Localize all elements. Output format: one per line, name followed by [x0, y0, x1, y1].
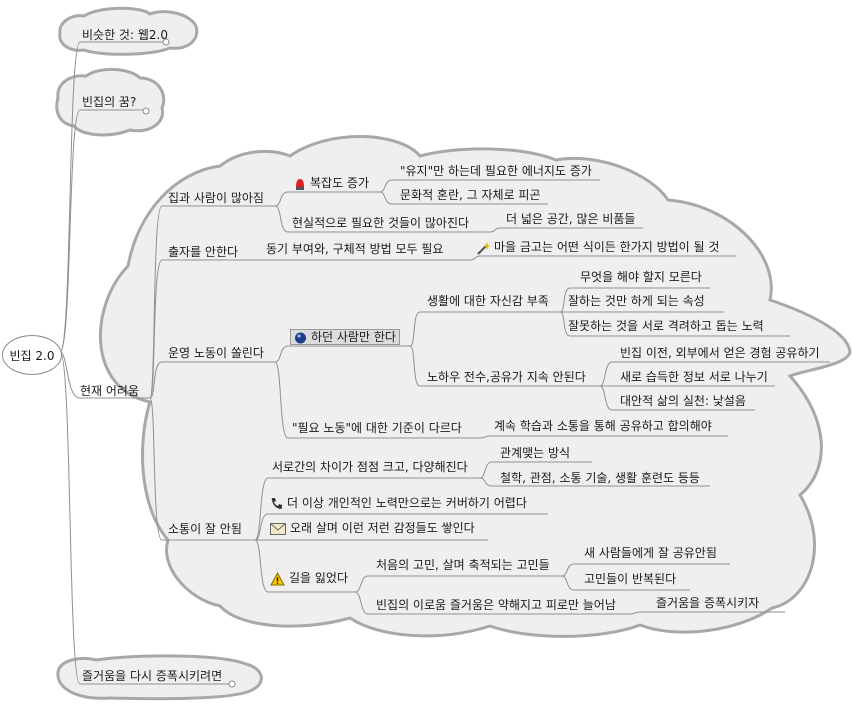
node-culture[interactable]: 문화적 혼란, 그 자체로 피곤	[400, 188, 541, 202]
node-energy[interactable]: "유지"만 하는데 필요한 에너지도 증가	[400, 164, 592, 178]
warning-icon	[270, 571, 285, 585]
node-labor-concentration[interactable]: 운영 노동이 쏠린다	[168, 346, 264, 360]
node-keep-learning[interactable]: 계속 학습과 소통을 통해 공유하고 합의해야	[494, 419, 712, 433]
root-node[interactable]: 빈집 2.0	[2, 335, 62, 375]
mail-icon	[270, 522, 286, 535]
node-labor-standard[interactable]: "필요 노동"에 대한 기준이 다르다	[292, 421, 462, 435]
node-lost-way[interactable]: 길을 잃었다	[270, 571, 348, 586]
node-repeat[interactable]: 고민들이 반복된다	[584, 572, 677, 586]
magic-wand-icon	[477, 241, 490, 255]
node-same-people[interactable]: 하던 사람만 한다	[290, 329, 400, 345]
root-label: 빈집 2.0	[9, 348, 55, 363]
node-communication[interactable]: 소통이 잘 안됨	[168, 522, 242, 536]
node-knowhow[interactable]: 노하우 전수,공유가 지속 안된다	[427, 370, 586, 384]
cloud-joy	[56, 654, 263, 701]
branch-current[interactable]: 현재 어려움	[80, 384, 140, 398]
node-village-bank[interactable]: 마을 금고는 어떤 식이든 한가지 방법이 될 것	[476, 240, 719, 255]
node-alternative-life[interactable]: 대안적 삶의 실천: 낯설음	[620, 394, 746, 408]
node-complexity-label: 복잡도 증가	[310, 176, 370, 190]
node-village-bank-label: 마을 금고는 어떤 식이든 한가지 방법이 될 것	[494, 240, 720, 254]
node-complexity[interactable]: 복잡도 증가	[294, 176, 369, 191]
node-lost-way-label: 길을 잃었다	[289, 571, 349, 585]
node-do-what-good[interactable]: 잘하는 것만 하게 되는 속성	[568, 294, 705, 308]
node-same-people-label: 하던 사람만 한다	[311, 330, 396, 344]
node-emotions[interactable]: 오래 살며 이런 저런 감정들도 쌓인다	[270, 521, 475, 535]
node-confidence[interactable]: 생활에 대한 자신감 부족	[427, 294, 549, 308]
branch-similar[interactable]: 비슷한 것: 웹2.0	[82, 28, 168, 42]
red-light-icon	[296, 178, 304, 190]
node-space[interactable]: 더 넓은 공간, 많은 비품들	[506, 212, 636, 226]
node-no-investment[interactable]: 출자를 안한다	[168, 245, 239, 259]
node-new-info[interactable]: 새로 습득한 정보 서로 나누기	[620, 370, 768, 384]
node-motivation[interactable]: 동기 부여와, 구체적 방법 모두 필요	[266, 242, 444, 256]
node-what-to-do[interactable]: 무엇을 해야 할지 모른다	[580, 270, 702, 284]
node-outside-experience[interactable]: 빈집 이전, 외부에서 얻은 경험 공유하기	[620, 346, 820, 360]
node-fatigue[interactable]: 빈집의 이로움 즐거움은 약해지고 피로만 늘어남	[376, 598, 616, 612]
node-practical-needs[interactable]: 현실적으로 필요한 것들이 많아진다	[292, 216, 470, 230]
node-personal-effort-label: 더 이상 개인적인 노력만으로는 커버하기 어렵다	[287, 496, 527, 510]
bomb-icon	[295, 332, 306, 344]
node-share-newcomers[interactable]: 새 사람들에게 잘 공유안됨	[584, 546, 717, 560]
node-philosophy[interactable]: 철학, 관점, 소통 기술, 생활 훈련도 등등	[500, 471, 700, 485]
cloud-dream	[55, 68, 166, 137]
phone-icon	[271, 498, 282, 509]
node-relationship[interactable]: 관계맺는 방식	[500, 446, 571, 460]
branch-joy[interactable]: 즐거움을 다시 증폭시키려면	[82, 669, 223, 683]
node-concerns[interactable]: 처음의 고민, 살며 축적되는 고민들	[376, 558, 550, 572]
node-emotions-label: 오래 살며 이런 저런 감정들도 쌓인다	[290, 521, 475, 535]
cloud-similar	[58, 6, 199, 56]
branch-dream[interactable]: 빈집의 꿈?	[82, 95, 137, 109]
node-more-houses[interactable]: 집과 사람이 많아짐	[168, 191, 264, 205]
node-encourage[interactable]: 잘못하는 것을 서로 격려하고 돕는 노력	[568, 319, 764, 333]
node-differences[interactable]: 서로간의 차이가 점점 크고, 다양해진다	[272, 460, 468, 474]
node-personal-effort[interactable]: 더 이상 개인적인 노력만으로는 커버하기 어렵다	[270, 496, 527, 510]
node-amplify-joy[interactable]: 즐거움을 증폭시키자	[656, 596, 760, 610]
